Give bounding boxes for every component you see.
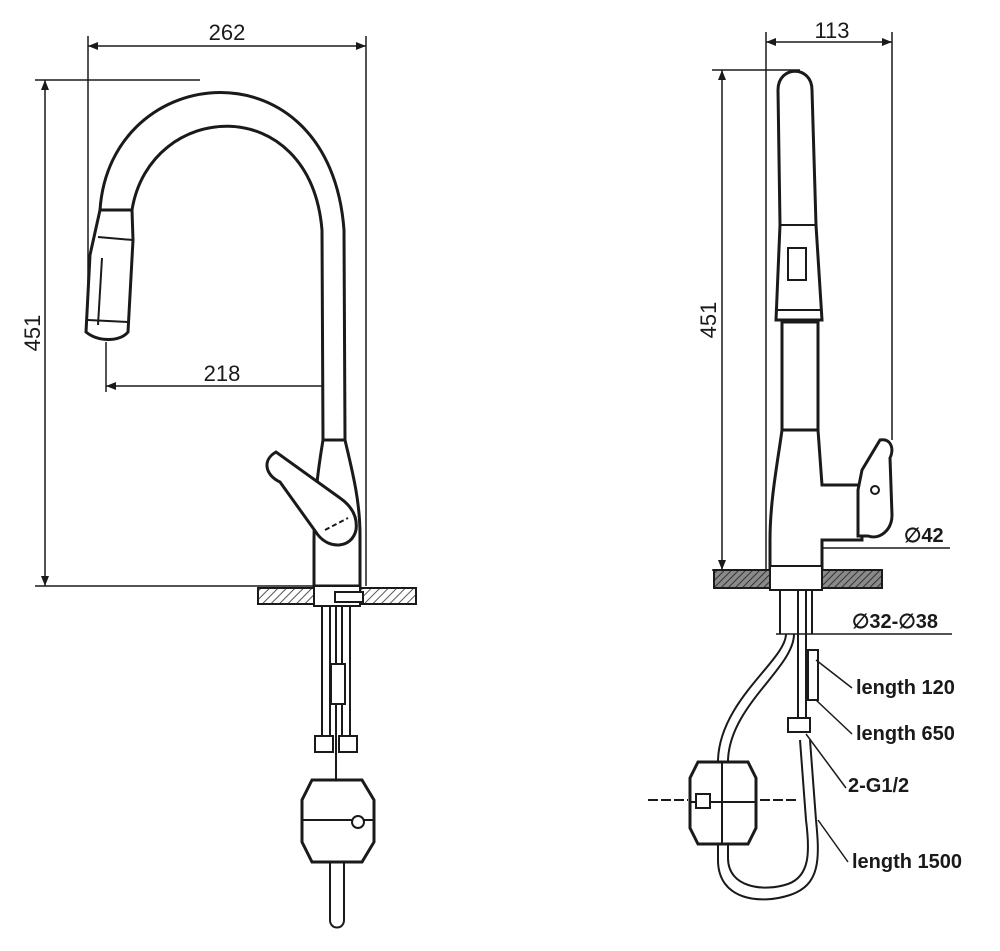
callout-length-120: length 120 — [856, 677, 955, 699]
front-pullout-hose — [329, 862, 345, 929]
side-callouts: length 120 length 650 2-G1/2 length 1500 — [848, 677, 962, 873]
hole-diameter-label: ∅32-∅38 — [852, 611, 938, 633]
front-reach-dimension: 218 — [105, 342, 336, 392]
front-supply-hoses — [314, 591, 364, 780]
side-spray-head — [774, 69, 824, 322]
handle-lever — [265, 450, 358, 547]
callout-thread-size: 2-G1/2 — [848, 775, 909, 797]
side-height-label: 451 — [696, 302, 721, 339]
base-diameter-label: ∅42 — [904, 525, 944, 547]
spray-head — [84, 208, 135, 341]
callout-length-1500: length 1500 — [852, 851, 962, 873]
side-depth-dimension: 113 — [765, 18, 893, 570]
side-view: 113 451 ∅42 ∅32-∅38 — [648, 18, 962, 901]
side-spout-neck — [780, 320, 820, 432]
front-height-dimension: 451 — [20, 79, 315, 587]
gooseneck-spout — [98, 91, 347, 442]
front-width-label: 262 — [209, 20, 246, 45]
callout-length-650: length 650 — [856, 723, 955, 745]
front-height-label: 451 — [20, 315, 45, 352]
side-depth-label: 113 — [814, 18, 849, 43]
front-reach-label: 218 — [204, 361, 241, 386]
side-pullout-hose — [717, 633, 819, 901]
front-view: 262 451 218 — [20, 20, 417, 929]
